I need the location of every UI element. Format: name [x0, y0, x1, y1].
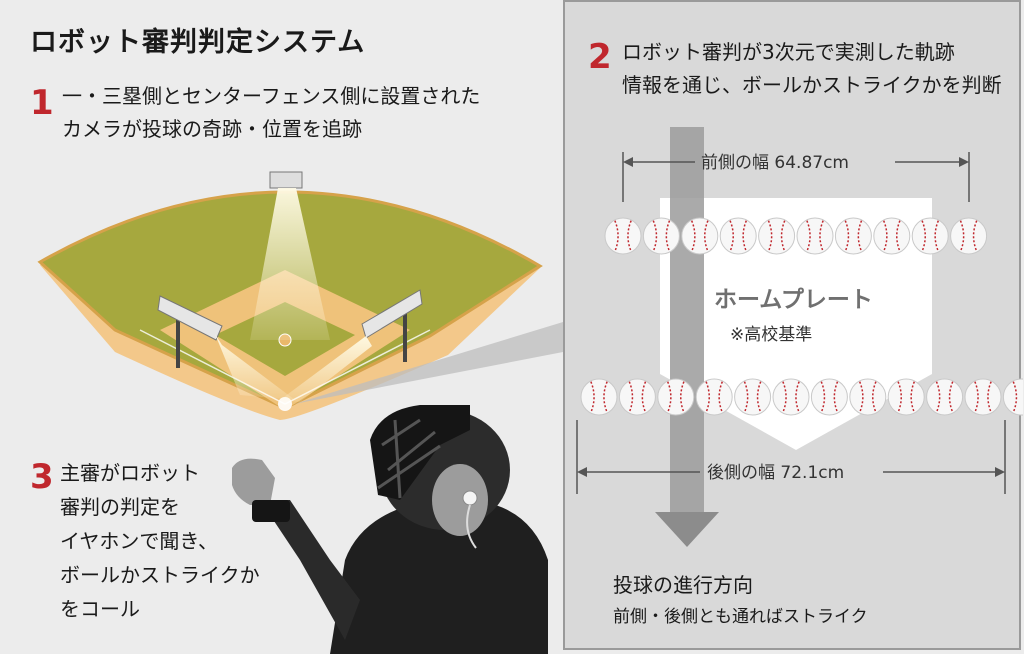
umpire-mask-grid — [377, 418, 441, 499]
baseball-icon — [758, 217, 796, 255]
direction-label: 投球の進行方向 — [613, 573, 753, 597]
umpire-face — [432, 464, 488, 536]
baseball-icon — [1002, 378, 1023, 416]
umpire-fist — [232, 458, 275, 505]
center-camera-icon — [269, 171, 303, 189]
step-3-line-5: をコール — [60, 597, 140, 621]
baseball-icon — [695, 378, 733, 416]
left-camera-beam — [215, 334, 295, 400]
step-3-line-2: 審判の判定を — [60, 495, 180, 519]
step-1-number: 1 — [30, 83, 54, 123]
step-3-line-3: イヤホンで聞き、 — [60, 529, 218, 553]
baseball-icon — [719, 217, 757, 255]
umpire-arm — [260, 500, 360, 640]
baseball-icon — [873, 217, 911, 255]
direction-arrow-head — [655, 512, 719, 547]
back-arrowhead-right — [995, 467, 1005, 477]
baseball-icon — [618, 378, 656, 416]
step-2-text: ロボット審判が3次元で実測した軌跡 情報を通じ、ボールかストライクかを判断 — [622, 36, 1002, 102]
step-3-text: 主審がロボット 審判の判定を イヤホンで聞き、 ボールかストライクか をコール — [60, 456, 260, 626]
zoom-wedge — [294, 322, 563, 404]
baseball-icon — [772, 378, 810, 416]
baseball-icon — [734, 378, 772, 416]
baseball-icon — [926, 378, 964, 416]
step-2-number: 2 — [588, 37, 612, 77]
baseball-icon — [796, 217, 834, 255]
step-3-line-4: ボールかストライクか — [60, 563, 260, 587]
direction-note: 前側・後側とも通ればストライク — [613, 607, 868, 627]
front-width-label: 前側の幅 64.87cm — [701, 153, 849, 173]
direction-arrow-shaft — [670, 127, 704, 517]
baseball-icon — [642, 217, 680, 255]
baseball-icon — [657, 378, 695, 416]
umpire-body — [330, 500, 548, 654]
left-camera-icon — [157, 295, 223, 341]
step-3-number: 3 — [30, 457, 54, 497]
right-panel — [563, 0, 1023, 650]
baseball-icon — [964, 378, 1002, 416]
baseball-icon — [911, 217, 949, 255]
front-arrowhead-left — [623, 157, 633, 167]
plate-diagram — [576, 127, 1023, 547]
page-title: ロボット審判判定システム — [30, 27, 366, 58]
home-plate-label: ホームプレート — [714, 287, 873, 313]
center-camera-beam — [250, 188, 330, 340]
plate-note: ※高校基準 — [730, 325, 813, 345]
back-arrowhead-left — [577, 467, 587, 477]
step-3-line-1: 主審がロボット — [60, 461, 200, 485]
right-camera-icon — [361, 289, 423, 339]
baseball-icon — [681, 217, 719, 255]
baseball-icon — [580, 378, 618, 416]
baseball-icon — [849, 378, 887, 416]
back-ball-row — [580, 378, 1023, 416]
earphone-cable — [466, 504, 477, 549]
earphone-icon — [462, 490, 478, 506]
umpire-illustration — [232, 405, 548, 654]
back-width-label: 後側の幅 72.1cm — [707, 463, 845, 483]
baseball-icon — [604, 217, 642, 255]
umpire-wristband — [252, 500, 290, 522]
step-1-line-2: カメラが投球の奇跡・位置を追跡 — [62, 117, 362, 141]
step-1-text: 一・三塁側とセンターフェンス側に設置された カメラが投球の奇跡・位置を追跡 — [62, 80, 480, 146]
front-ball-row — [604, 217, 988, 255]
baseball-icon — [887, 378, 925, 416]
baseball-icon — [810, 378, 848, 416]
front-arrowhead-right — [959, 157, 969, 167]
step-1-line-1: 一・三塁側とセンターフェンス側に設置された — [62, 84, 481, 108]
step-2-line-2: 情報を通じ、ボールかストライクかを判断 — [622, 73, 1002, 97]
right-camera-beam — [280, 336, 372, 402]
baseball-icon — [834, 217, 872, 255]
baseball-icon — [950, 217, 988, 255]
step-2-line-1: ロボット審判が3次元で実測した軌跡 — [622, 40, 955, 64]
